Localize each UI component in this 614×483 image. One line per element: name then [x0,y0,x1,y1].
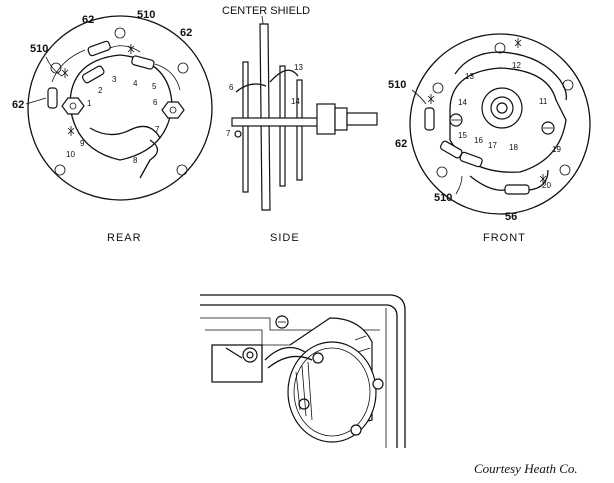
front-terminal-label: 16 [474,136,483,145]
side-terminal-label: 6 [229,83,234,92]
front-callout-510: 510 [434,192,452,204]
rear-terminal-label: 2 [98,86,103,95]
side-terminal-label: 7 [226,129,231,138]
front-terminal-label: 11 [539,97,548,106]
rear-callout-62: 62 [180,27,192,39]
rear-view: 1 2 3 4 5 6 7 8 9 10 62 510 62 510 62 RE… [12,9,213,244]
rear-terminal-label: 8 [133,156,138,165]
rear-callout-62: 62 [12,99,24,111]
front-terminal-label: 18 [509,143,518,152]
front-callout-56: 56 [505,211,517,223]
front-terminal-label: 20 [542,181,551,190]
rear-callout-62: 62 [82,14,94,26]
front-view: 11 12 13 14 15 16 17 18 19 20 510 62 510… [388,33,591,244]
side-terminal-label: 14 [291,97,300,106]
side-caption: SIDE [270,232,300,244]
chassis-assembly [200,294,406,448]
rear-caption: REAR [107,232,142,244]
rear-callout-510: 510 [137,9,155,21]
rear-terminal-label: 6 [153,98,158,107]
front-caption: FRONT [483,232,526,244]
front-callout-510: 510 [388,79,406,91]
rear-terminal-label: 3 [112,75,117,84]
front-terminal-label: 15 [458,131,467,140]
rear-terminal-label: 1 [87,99,92,108]
rear-terminal-label: 7 [155,125,160,134]
rear-terminal-label: 5 [152,82,157,91]
front-terminal-label: 19 [552,145,561,154]
front-terminal-label: 12 [512,61,521,70]
rear-callout-510: 510 [30,43,48,55]
front-terminal-label: 14 [458,98,467,107]
rear-terminal-label: 9 [80,139,85,148]
rear-terminal-label: 10 [66,150,75,159]
credit-text: Courtesy Heath Co. [474,461,578,476]
front-terminal-label: 17 [488,141,497,150]
front-callout-62: 62 [395,138,407,150]
center-shield-label: CENTER SHIELD [222,5,310,17]
front-terminal-label: 13 [465,72,474,81]
side-view: CENTER SHIELD 6 7 13 14 SIDE [222,5,378,244]
side-terminal-label: 13 [294,63,303,72]
rear-terminal-label: 4 [133,79,138,88]
